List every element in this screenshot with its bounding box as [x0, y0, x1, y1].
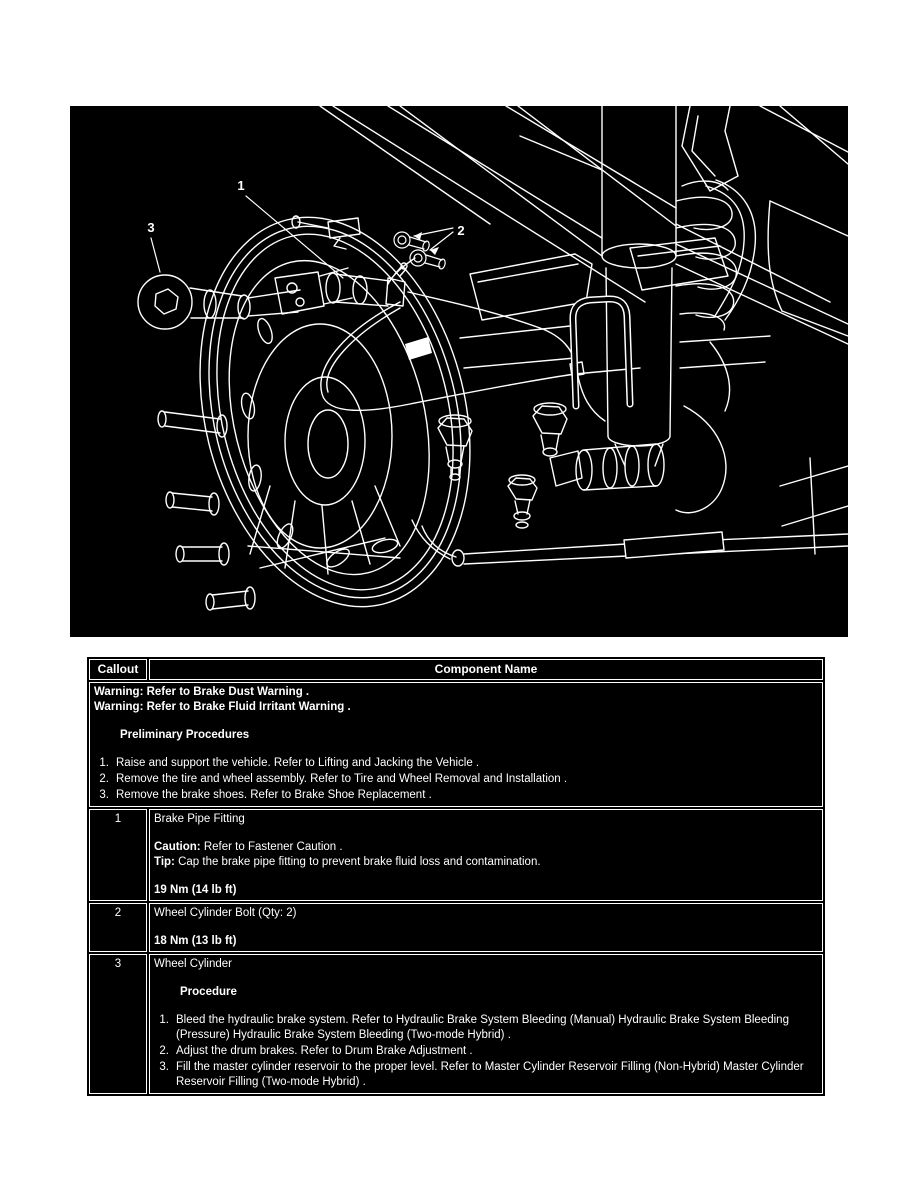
- callout-3-label: 3: [147, 220, 154, 235]
- torque-spec: 19 Nm (14 lb ft): [154, 884, 237, 896]
- step-text: Raise and support the vehicle. Refer to …: [116, 757, 480, 769]
- callout-3: 3: [147, 220, 161, 273]
- preliminary-procedures-heading: Preliminary Procedures: [120, 729, 250, 741]
- spring-shackle: [681, 106, 739, 192]
- component-name: Brake Pipe Fitting: [154, 813, 245, 825]
- hub-flange: [240, 317, 399, 568]
- step-text: Adjust the drum brakes. Refer to Drum Br…: [176, 1045, 473, 1057]
- procedure-step: 1. Bleed the hydraulic brake system. Ref…: [154, 1013, 818, 1043]
- table-row-callout-3: 3 Wheel Cylinder Procedure 1. Bleed the …: [89, 954, 823, 1094]
- wheel-studs: [157, 410, 256, 611]
- step-number: 1.: [99, 757, 109, 769]
- caution-text: Refer to Fastener Caution .: [203, 841, 343, 853]
- step-number: 2.: [159, 1045, 169, 1057]
- procedure-heading: Procedure: [180, 986, 237, 998]
- table-header-row: Callout Component Name: [89, 659, 823, 680]
- table-row-callout-1: 1 Brake Pipe Fitting Caution: Refer to F…: [89, 809, 823, 901]
- brake-drum-backing-plate: [199, 216, 471, 608]
- callout-2-label: 2: [457, 223, 464, 238]
- lower-shock-mount: [549, 341, 731, 514]
- table-row-callout-2: 2 Wheel Cylinder Bolt (Qty: 2) 18 Nm (13…: [89, 903, 823, 952]
- callout-number-cell: 1: [89, 809, 147, 901]
- procedure-step: 3. Fill the master cylinder reservoir to…: [154, 1060, 818, 1090]
- procedure-step: 2. Adjust the drum brakes. Refer to Drum…: [154, 1044, 818, 1059]
- preamble-cell: Warning: Refer to Brake Dust Warning . W…: [89, 682, 823, 807]
- axle-brackets: [459, 237, 771, 369]
- parking-brake-cable: [411, 519, 848, 567]
- backing-plate-clip: [291, 215, 361, 250]
- callout-1: 1: [237, 178, 344, 279]
- wheel-cylinder: [325, 262, 408, 307]
- component-name: Wheel Cylinder Bolt (Qty: 2): [154, 907, 297, 919]
- leaf-spring: [319, 106, 848, 345]
- pipe-clip: [405, 337, 432, 360]
- tip-line: Tip: Cap the brake pipe fitting to preve…: [154, 855, 818, 870]
- axle-nuts: [437, 402, 568, 529]
- caution-line: Caution: Refer to Fastener Caution .: [154, 840, 818, 855]
- component-cell: Brake Pipe Fitting Caution: Refer to Fas…: [149, 809, 823, 901]
- component-table-wrap: Callout Component Name Warning: Refer to…: [85, 655, 827, 1098]
- warning-brake-dust: Warning: Refer to Brake Dust Warning .: [94, 686, 310, 698]
- warning-brake-fluid: Warning: Refer to Brake Fluid Irritant W…: [94, 701, 351, 713]
- figure-panel: 1 2 3: [70, 106, 848, 637]
- brake-pipe: [320, 257, 641, 422]
- torque-spec: 18 Nm (13 lb ft): [154, 935, 237, 947]
- component-table: Callout Component Name Warning: Refer to…: [85, 655, 827, 1098]
- step-text: Remove the tire and wheel assembly. Refe…: [116, 773, 568, 785]
- callout-number-cell: 3: [89, 954, 147, 1094]
- step-number: 1.: [159, 1014, 169, 1026]
- preliminary-step: 1. Raise and support the vehicle. Refer …: [94, 756, 818, 771]
- frame-bracket: [767, 200, 848, 555]
- spoke-web: [247, 485, 401, 575]
- coil-spring: [675, 180, 738, 331]
- step-text: Fill the master cylinder reservoir to th…: [176, 1061, 804, 1088]
- preliminary-step: 2. Remove the tire and wheel assembly. R…: [94, 772, 818, 787]
- component-name: Wheel Cylinder: [154, 958, 232, 970]
- u-bolt: [569, 295, 634, 410]
- step-text: Remove the brake shoes. Refer to Brake S…: [116, 789, 432, 801]
- brake-assembly-illustration: 1 2 3: [137, 106, 848, 611]
- callout-number-cell: 2: [89, 903, 147, 952]
- parking-brake-lever: [137, 267, 353, 330]
- tip-label: Tip:: [154, 856, 175, 868]
- callout-1-label: 1: [237, 178, 244, 193]
- step-number: 3.: [159, 1061, 169, 1073]
- hose: [705, 179, 757, 321]
- component-cell: Wheel Cylinder Procedure 1. Bleed the hy…: [149, 954, 823, 1094]
- component-cell: Wheel Cylinder Bolt (Qty: 2) 18 Nm (13 l…: [149, 903, 823, 952]
- caution-label: Caution:: [154, 841, 201, 853]
- step-number: 3.: [99, 789, 109, 801]
- component-name-column-header: Component Name: [149, 659, 823, 680]
- preamble-row: Warning: Refer to Brake Dust Warning . W…: [89, 682, 823, 807]
- preliminary-step: 3. Remove the brake shoes. Refer to Brak…: [94, 788, 818, 803]
- step-number: 2.: [99, 773, 109, 785]
- step-text: Bleed the hydraulic brake system. Refer …: [176, 1014, 789, 1041]
- tip-text: Cap the brake pipe fitting to prevent br…: [178, 856, 541, 868]
- callout-column-header: Callout: [89, 659, 147, 680]
- callout-2: 2: [393, 223, 465, 270]
